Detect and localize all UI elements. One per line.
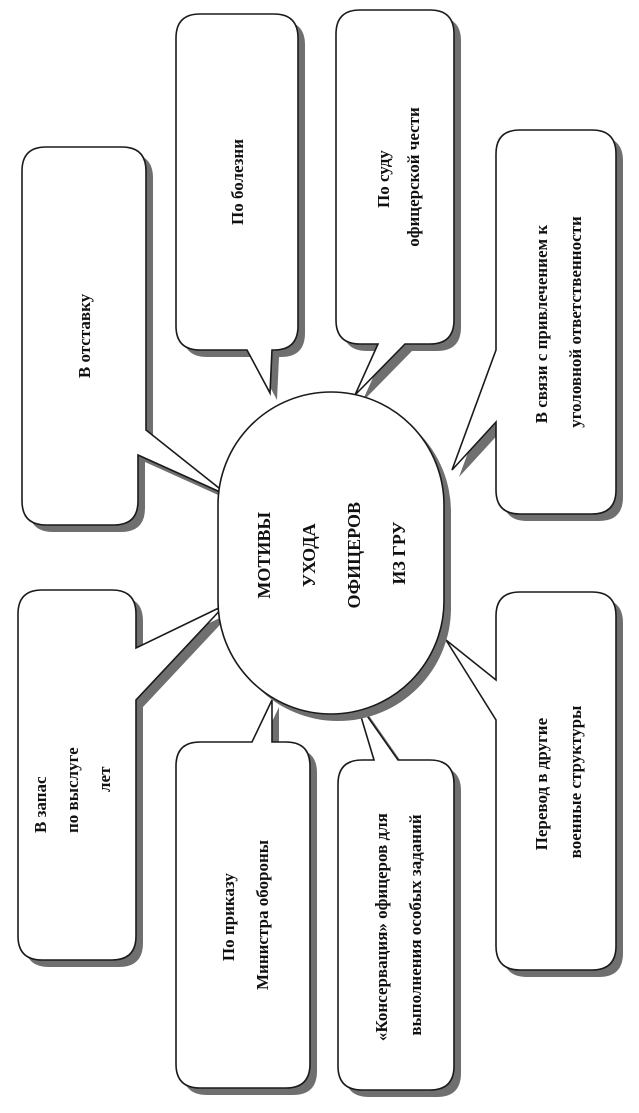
callout-perevod-label: Перевод в другие военные структуры <box>532 706 585 859</box>
callout-line: по выслуге <box>63 747 82 833</box>
callout-line: военные структуры <box>566 706 585 859</box>
callout-line: По приказу <box>219 873 238 962</box>
callout-line: В связи с привлечением к <box>532 225 551 424</box>
callout-line: офицерской чести <box>404 107 423 247</box>
callout-box <box>21 146 230 526</box>
callout-prikaz: По приказу Министра обороны <box>175 699 317 1095</box>
center-line: ИЗ ГРУ <box>389 521 409 584</box>
callout-box <box>175 13 299 396</box>
callout-box <box>335 9 455 396</box>
callout-box <box>17 589 226 961</box>
callout-bolezn: По болезни <box>175 13 305 400</box>
callout-line: По суду <box>374 150 393 208</box>
callout-otstavka: В отставку <box>21 146 236 532</box>
callout-line: «Консервация» офицеров для <box>372 813 391 1041</box>
callout-perevod: Перевод в другие военные структуры <box>445 591 623 977</box>
callout-line: В отставку <box>75 293 94 378</box>
callout-line: По болезни <box>228 139 247 225</box>
callout-bolezn-label: По болезни <box>228 139 247 225</box>
callout-ugolovnaya-label: В связи с привлечением к уголовной ответ… <box>532 216 585 428</box>
callout-box <box>445 591 617 971</box>
center-node-label: МОТИВЫ УХОДА ОФИЦЕРОВ ИЗ ГРУ <box>254 497 409 608</box>
callout-line: Министра обороны <box>253 840 272 990</box>
callout-box <box>451 129 617 515</box>
callout-box <box>175 699 311 1089</box>
callout-line: лет <box>95 766 114 792</box>
callout-sud-chesti: По суду офицерской чести <box>335 9 461 402</box>
callout-box <box>337 699 455 1091</box>
callout-ugolovnaya: В связи с привлечением к уголовной ответ… <box>451 129 623 521</box>
callout-otstavka-label: В отставку <box>75 293 94 378</box>
callout-line: выполнения особых заданий <box>406 814 425 1036</box>
callout-konservaciya-label: «Консервация» офицеров для выполнения ос… <box>372 809 425 1041</box>
callout-prikaz-label: По приказу Министра обороны <box>219 840 272 990</box>
callout-line: В запас <box>31 776 50 833</box>
callout-line: уголовной ответственности <box>566 216 585 428</box>
callout-sud-chesti-label: По суду офицерской чести <box>374 107 423 247</box>
center-node-body <box>217 391 445 715</box>
callout-zapas: В запас по выслуге лет <box>17 589 232 967</box>
center-line: МОТИВЫ <box>254 512 274 599</box>
callout-zapas-label: В запас по выслуге лет <box>31 743 114 833</box>
center-line: УХОДА <box>299 523 319 587</box>
callout-line: Перевод в другие <box>532 717 551 850</box>
center-node: МОТИВЫ УХОДА ОФИЦЕРОВ ИЗ ГРУ <box>217 391 451 721</box>
callout-konservaciya: «Консервация» офицеров для выполнения ос… <box>337 699 461 1097</box>
center-line: ОФИЦЕРОВ <box>344 502 364 609</box>
